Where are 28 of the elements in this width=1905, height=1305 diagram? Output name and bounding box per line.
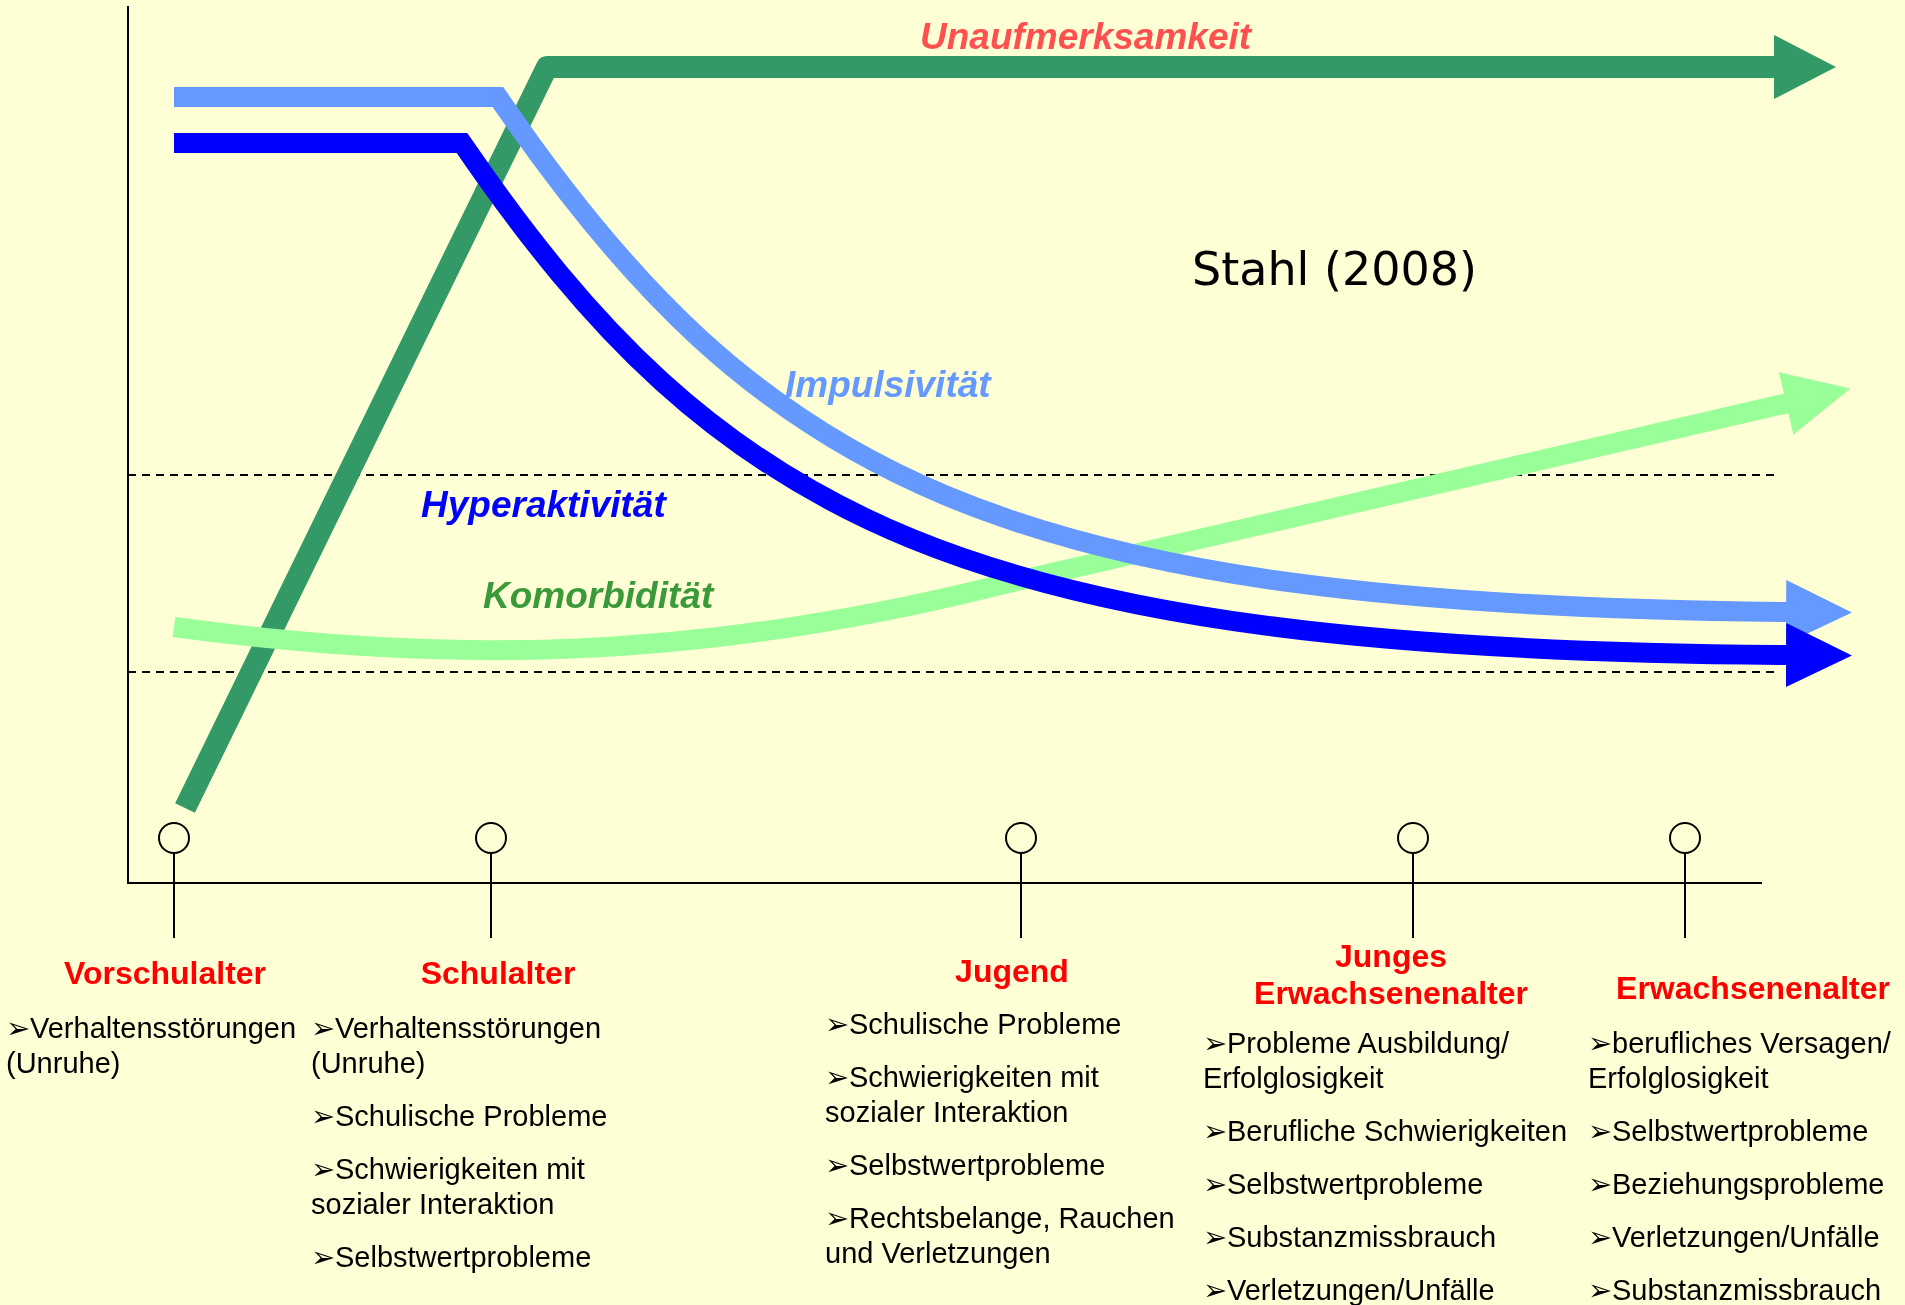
list-item: ➢Beziehungsprobleme [1588, 1167, 1886, 1202]
citation: Stahl (2008) [1192, 242, 1477, 296]
list-item: ➢Verhaltensstörungen (Unruhe) [6, 1011, 298, 1081]
curve-label: Hyperaktivität [421, 484, 666, 526]
list-item: ➢berufliches Versagen/ Erfolglosigkeit [1588, 1026, 1892, 1096]
stage-heading: Jugend [955, 953, 1069, 990]
curve-label: Unaufmerksamkeit [920, 16, 1252, 58]
stage-heading: Junges Erwachsenenalter [1253, 938, 1529, 1012]
curve-label: Komorbidität [483, 575, 714, 617]
list-item: ➢Substanzmissbrauch [1203, 1220, 1498, 1255]
stage-heading: Schulalter [420, 955, 576, 992]
list-item: ➢Probleme Ausbildung/ Erfolglosigkeit [1203, 1026, 1511, 1096]
list-item: ➢Verletzungen/Unfälle [1588, 1220, 1881, 1255]
list-item: ➢Berufliche Schwierigkeiten [1203, 1114, 1569, 1149]
list-item: ➢Schwierigkeiten mit sozialer Interaktion [311, 1152, 586, 1222]
list-item: ➢Selbstwertprobleme [1588, 1114, 1870, 1149]
list-item: ➢Schulische Probleme [825, 1007, 1123, 1042]
stage-heading: Erwachsenenalter [1616, 970, 1890, 1007]
list-item: ➢Selbstwertprobleme [311, 1240, 593, 1275]
stage-heading: Vorschulalter [63, 955, 267, 992]
list-item: ➢Schulische Probleme [311, 1099, 609, 1134]
list-item: ➢Verhaltensstörungen (Unruhe) [311, 1011, 603, 1081]
list-item: ➢Selbstwertprobleme [1203, 1167, 1485, 1202]
list-item: ➢Selbstwertprobleme [825, 1148, 1107, 1183]
list-item: ➢Schwierigkeiten mit sozialer Interaktion [825, 1060, 1100, 1130]
curve-label: Impulsivität [785, 364, 991, 406]
list-item: ➢Substanzmissbrauch [1588, 1273, 1883, 1305]
list-item: ➢Rechtsbelange, Rauchen und Verletzungen [825, 1201, 1176, 1271]
